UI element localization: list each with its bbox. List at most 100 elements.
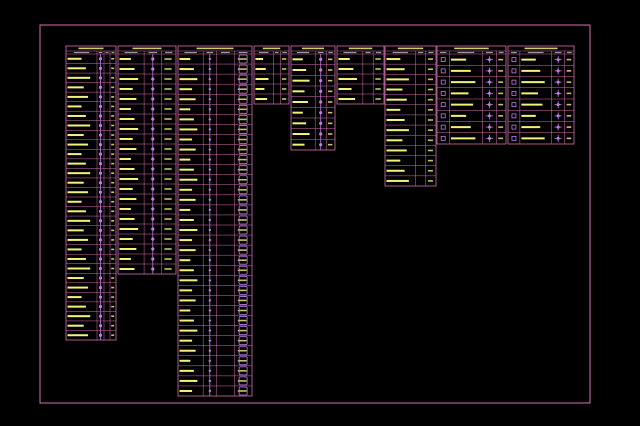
symbol-dot-icon xyxy=(151,127,155,131)
cell-text-mark xyxy=(450,92,469,95)
cell-value-mark xyxy=(498,115,504,117)
cell-value-mark xyxy=(327,122,333,125)
symbol-dot-icon xyxy=(98,333,103,337)
square-symbol-icon xyxy=(238,84,248,94)
cell-value-mark xyxy=(375,58,381,60)
symbol-dot-icon xyxy=(208,128,212,131)
cell-text-mark xyxy=(450,103,474,106)
cell-text-mark xyxy=(179,299,196,302)
symbol-dot-icon xyxy=(319,68,323,72)
cell-text-mark xyxy=(179,188,193,191)
symbol-dot-icon xyxy=(98,257,103,261)
cell-value-mark xyxy=(566,115,572,117)
cell-value-mark xyxy=(111,115,115,117)
cell-value-mark xyxy=(111,191,115,194)
cell-value-mark xyxy=(237,219,247,221)
cell-text-mark xyxy=(450,137,476,140)
legend-table-6 xyxy=(336,45,385,105)
column-header-mark xyxy=(184,51,197,54)
cell-text-mark xyxy=(179,229,198,232)
cell-value-mark xyxy=(111,96,115,98)
cell-value-mark xyxy=(111,315,115,317)
cell-text-mark xyxy=(67,105,82,108)
cell-text-mark xyxy=(521,58,536,61)
cell-value-mark xyxy=(498,103,504,106)
cell-text-mark xyxy=(67,191,89,194)
cell-value-mark xyxy=(566,103,572,106)
cell-value-mark xyxy=(327,133,333,135)
box-symbol-icon xyxy=(440,113,446,119)
table-title-mark xyxy=(302,47,324,50)
cell-value-mark xyxy=(111,267,115,270)
column-header-mark xyxy=(440,51,447,54)
cell-text-mark xyxy=(292,133,310,135)
cell-text-mark xyxy=(292,69,307,71)
cell-value-mark xyxy=(327,111,333,114)
cell-text-mark xyxy=(179,78,198,81)
symbol-dot-icon xyxy=(151,257,155,261)
table-border xyxy=(336,45,385,105)
cell-text-mark xyxy=(450,114,467,117)
cell-text-mark xyxy=(67,219,91,222)
cell-value-mark xyxy=(164,118,172,120)
cell-value-mark xyxy=(237,148,247,151)
symbol-dot-icon xyxy=(98,276,103,280)
cell-text-mark xyxy=(179,349,196,352)
box-symbol-icon xyxy=(511,90,517,96)
cell-text-mark xyxy=(179,148,196,151)
square-symbol-icon xyxy=(238,175,248,185)
cell-text-mark xyxy=(521,69,541,72)
cell-value-mark xyxy=(237,168,247,171)
symbol-dot-icon xyxy=(208,178,212,181)
column-header-mark xyxy=(98,51,103,54)
box-symbol-icon xyxy=(440,102,446,108)
cell-value-mark xyxy=(164,68,172,70)
column-header-mark xyxy=(275,51,279,54)
square-symbol-icon xyxy=(238,114,248,124)
cell-value-mark xyxy=(237,299,247,302)
cell-text-mark xyxy=(179,138,193,141)
square-symbol-icon xyxy=(238,386,248,396)
cell-text-mark xyxy=(119,208,131,210)
cell-text-mark xyxy=(67,67,86,70)
cell-value-mark xyxy=(282,68,287,70)
cross-center-icon xyxy=(556,69,560,73)
cell-value-mark xyxy=(164,88,172,90)
cell-value-mark xyxy=(427,149,433,152)
cell-text-mark xyxy=(255,98,268,100)
column-header-mark xyxy=(258,51,269,54)
cell-text-mark xyxy=(67,238,89,241)
cell-text-mark xyxy=(119,168,135,170)
cell-text-mark xyxy=(292,79,310,82)
table-title-mark xyxy=(78,47,104,50)
cell-value-mark xyxy=(164,198,172,200)
symbol-dot-icon xyxy=(98,181,103,185)
cell-text-mark xyxy=(67,257,86,260)
cell-value-mark xyxy=(566,58,572,61)
symbol-dot-icon xyxy=(98,114,103,118)
cross-center-icon xyxy=(556,125,560,129)
cell-text-mark xyxy=(179,279,198,282)
square-symbol-icon xyxy=(238,205,248,215)
legend-table-9 xyxy=(507,45,575,145)
cell-text-mark xyxy=(179,289,193,292)
symbol-dot-icon xyxy=(151,117,155,121)
cell-text-mark xyxy=(386,129,409,132)
cell-text-mark xyxy=(119,98,137,100)
symbol-dot-icon xyxy=(151,227,155,231)
cell-value-mark xyxy=(111,305,115,308)
symbol-dot-icon xyxy=(151,217,155,221)
box-symbol-icon xyxy=(440,135,446,141)
cell-value-mark xyxy=(282,58,287,60)
square-symbol-icon xyxy=(238,376,248,386)
square-symbol-icon xyxy=(238,285,248,295)
cell-value-mark xyxy=(237,319,247,322)
symbol-dot-icon xyxy=(208,67,212,71)
cell-value-mark xyxy=(111,200,115,203)
cell-value-mark xyxy=(427,78,433,81)
symbol-dot-icon xyxy=(208,309,212,312)
square-symbol-icon xyxy=(238,104,248,114)
cross-center-icon xyxy=(556,91,560,95)
box-symbol-icon xyxy=(511,68,517,74)
cell-value-mark xyxy=(164,268,172,270)
